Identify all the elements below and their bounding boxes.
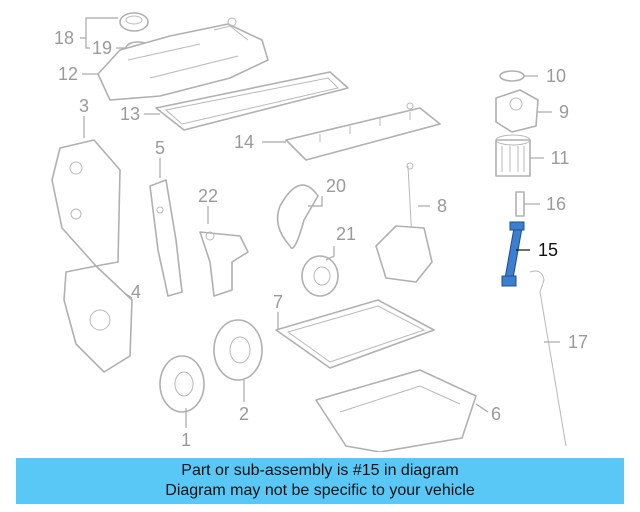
callout-7: 7 [273, 292, 283, 312]
fitting-part [515, 191, 525, 217]
dipstick-part [529, 270, 567, 447]
callout-9: 9 [559, 102, 569, 122]
valve-cover-part [97, 17, 269, 101]
oil-pump-part [375, 162, 433, 283]
callout-1: 1 [181, 430, 191, 450]
callout-17: 17 [568, 332, 588, 352]
oil-pan-gasket-part [275, 299, 435, 369]
callout-11: 11 [551, 148, 570, 168]
crank-pulley-part [213, 319, 263, 381]
leader-20 [308, 196, 323, 207]
filter-seal-part [499, 70, 525, 82]
callout-21: 21 [336, 224, 356, 244]
callout-12: 12 [58, 64, 78, 84]
leader-18 [80, 17, 118, 49]
sprocket-part [301, 255, 339, 297]
dipstick-tube-part [501, 221, 525, 287]
callout-8: 8 [437, 196, 447, 216]
callout-5: 5 [155, 138, 165, 158]
callout-13: 13 [120, 104, 140, 124]
info-banner: Part or sub-assembly is #15 in diagram D… [16, 458, 624, 504]
valve-cover-gasket-part [155, 71, 349, 131]
banner-line-1: Part or sub-assembly is #15 in diagram [181, 462, 459, 479]
callout-3: 3 [79, 96, 89, 116]
oil-pan-part [315, 369, 477, 452]
callout-16: 16 [546, 194, 566, 214]
callout-15: 15 [538, 240, 558, 260]
filter-housing-part [495, 89, 539, 133]
callout-6: 6 [491, 404, 501, 424]
tensioner-part [199, 231, 249, 297]
oil-filler-cap-part [119, 12, 149, 32]
banner-line-2: Diagram may not be specific to your vehi… [165, 482, 475, 499]
callout-18: 18 [54, 28, 74, 48]
harmonic-balancer-part [159, 355, 205, 413]
parts-diagram: 1 2 3 4 5 6 7 8 9 10 11 12 13 14 15 16 1… [51, 12, 588, 452]
callout-4: 4 [131, 282, 141, 302]
callout-19: 19 [92, 38, 112, 58]
leader-21 [325, 246, 335, 261]
callout-14: 14 [234, 132, 254, 152]
callout-2: 2 [239, 404, 249, 424]
callout-10: 10 [546, 66, 566, 86]
callout-22: 22 [198, 186, 218, 206]
oil-filter-part [495, 134, 531, 177]
leader-4 [125, 293, 133, 299]
fuel-rail-part [285, 102, 441, 161]
timing-cover-part [51, 139, 121, 267]
callout-20: 20 [326, 176, 346, 196]
timing-chain-part [276, 184, 319, 249]
leader-6 [475, 403, 489, 413]
timing-guide-part [149, 179, 183, 297]
oil-pump-housing-part [63, 265, 133, 373]
